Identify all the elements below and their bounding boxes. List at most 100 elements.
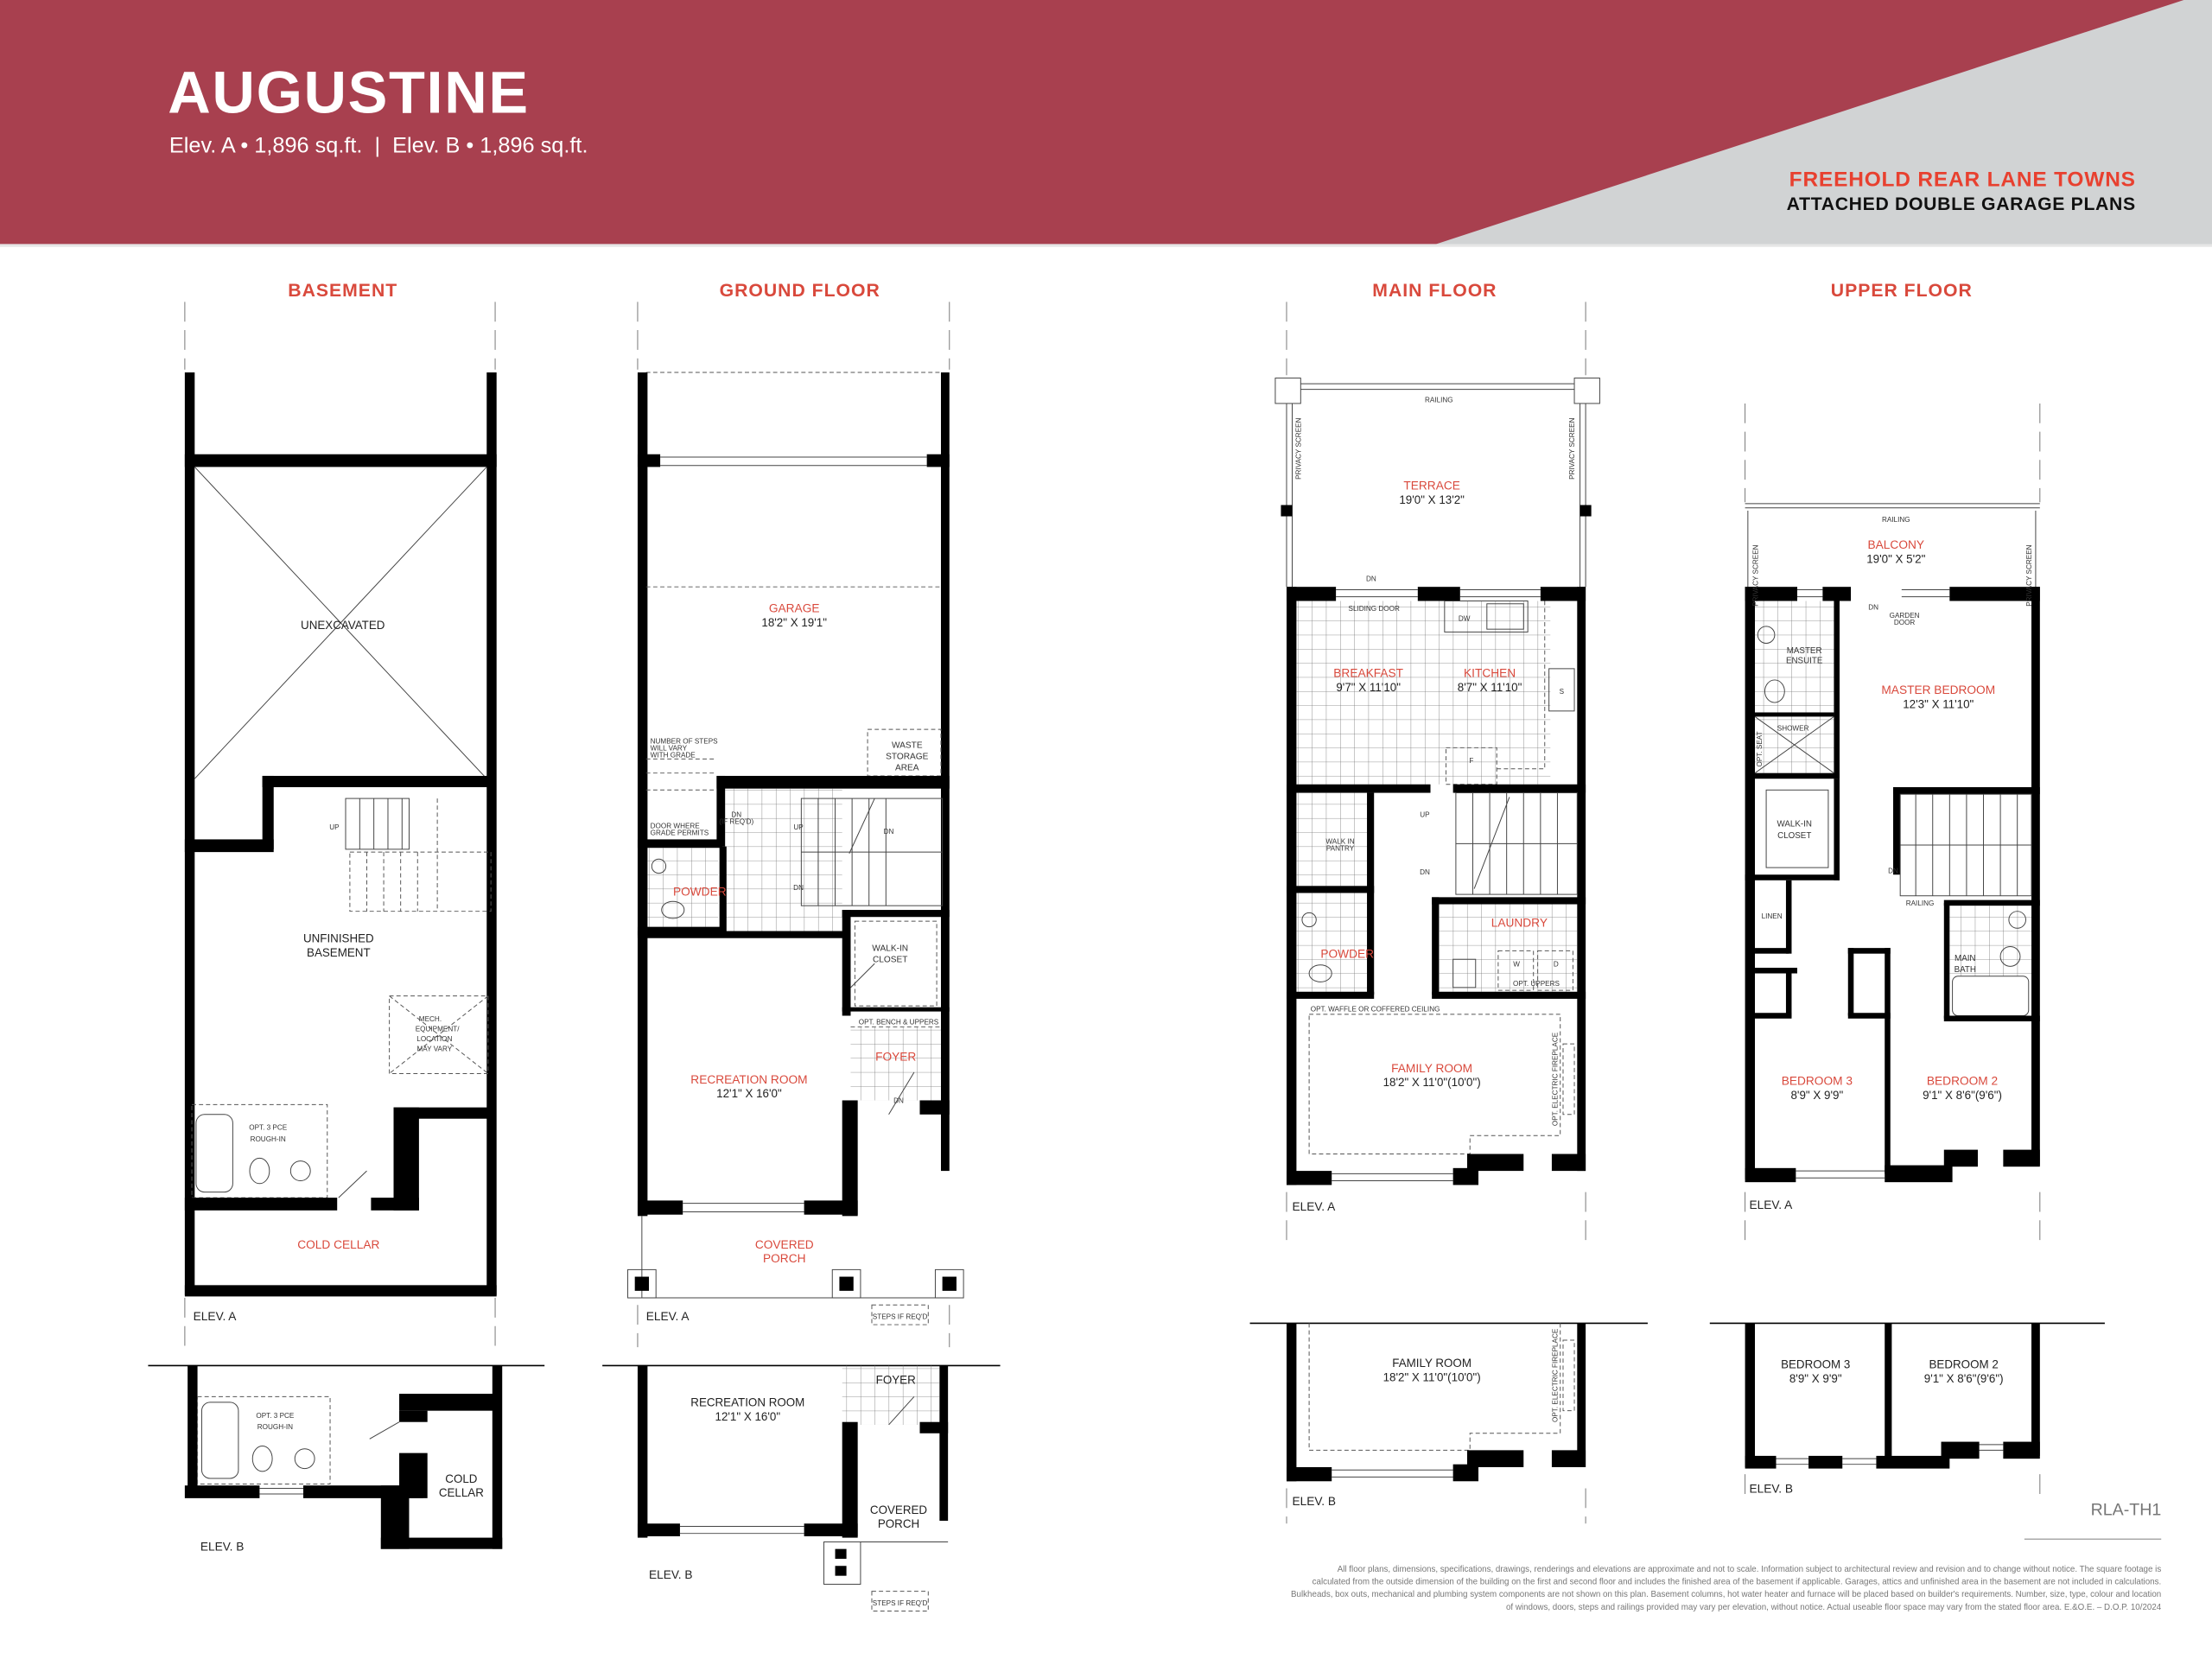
elev-a-label: ELEV. A [194, 1310, 238, 1323]
room-balcony: BALCONY [1868, 538, 1925, 551]
model-subtitle: Elev. A • 1,896 sq.ft. | Elev. B • 1,896… [169, 133, 588, 157]
room-walk-in-closet: WALK-IN [1777, 820, 1812, 830]
ground-floor-plan-elev-a: GARAGE 18'2" X 19'1" NUMBER OF STEPS WIL… [627, 302, 964, 1348]
stairs [345, 798, 492, 912]
room-linen: LINEN [1762, 912, 1783, 920]
opt-uppers-label: OPT. UPPERS [1513, 980, 1560, 988]
room-main-bath-2: BATH [1955, 965, 1976, 975]
stairs-dn-label: DN [884, 828, 894, 836]
room-breakfast: BREAKFAST [1333, 667, 1403, 680]
stairs-up-label: UP [1420, 810, 1430, 818]
mech-note-4: MAY VARY [417, 1045, 453, 1052]
bedroom-2-dimensions-b: 9'1" X 8'6"(9'6") [1924, 1372, 2004, 1385]
room-covered-porch-b: COVERED [870, 1503, 927, 1516]
upper-floor-plan-elev-b: BEDROOM 3 8'9" X 9'9" BEDROOM 2 9'1" X 8… [1709, 1322, 2105, 1503]
stairs-dn-label: DN [1888, 868, 1898, 875]
disclaimer: All floor plans, dimensions, specificati… [1291, 1565, 2162, 1612]
privacy-screen-label: PRIVACY SCREEN [1294, 417, 1302, 479]
stairs-up-label: UP [329, 823, 340, 831]
family-dimensions-b: 18'2" X 11'0"(10'0") [1383, 1370, 1481, 1383]
balcony-dn-label: DN [1868, 603, 1878, 611]
rough-in-note-2: ROUGH-IN [251, 1135, 286, 1143]
room-foyer: FOYER [875, 1051, 916, 1064]
header-banner: AUGUSTINE Elev. A • 1,896 sq.ft. | Elev.… [0, 0, 2212, 247]
room-powder: POWDER [673, 886, 727, 899]
room-bedroom-3-b: BEDROOM 3 [1781, 1358, 1850, 1371]
room-kitchen: KITCHEN [1464, 667, 1516, 680]
room-cold-cellar-b: COLD [445, 1472, 478, 1485]
railing [1300, 383, 1575, 391]
dn-if-reqd-2: (IF REQ'D) [719, 817, 753, 825]
room-walk-in-pantry: WALK IN [1325, 837, 1354, 845]
stairs-dn-label-2: DN [793, 884, 804, 892]
main-floor-title: MAIN FLOOR [1372, 281, 1497, 301]
stair-railing-label: RAILING [1906, 899, 1935, 907]
basement-plan-elev-b: OPT. 3 PCE ROUGH-IN COLD CELLAR ELEV. B [148, 1364, 545, 1553]
breakfast-dimensions: 9'7" X 11'10" [1336, 681, 1401, 694]
ground-floor-title: GROUND FLOOR [720, 281, 880, 301]
balcony-dimensions: 19'0" X 5'2" [1866, 552, 1925, 565]
railing-label: RAILING [1425, 396, 1453, 404]
room-master-ensuite: MASTER [1787, 646, 1822, 656]
steps-note: NUMBER OF STEPS [651, 737, 719, 745]
elev-a-label: ELEV. A [646, 1310, 690, 1323]
railing-label: RAILING [1882, 516, 1910, 524]
mech-note: MECH. [419, 1015, 442, 1023]
bench-note: OPT. BENCH & UPPERS [859, 1018, 939, 1026]
disclaimer-line: of windows, doors, steps and railings pr… [1506, 1603, 2162, 1612]
rough-in-note: OPT. 3 PCE [249, 1124, 288, 1132]
bedroom-3-dimensions-b: 8'9" X 9'9" [1789, 1372, 1842, 1385]
porch-column [934, 1268, 964, 1299]
room-master-ensuite-2: ENSUITE [1786, 656, 1823, 665]
room-bedroom-3: BEDROOM 3 [1782, 1075, 1853, 1088]
family-dimensions: 18'2" X 11'0"(10'0") [1383, 1076, 1481, 1089]
elev-b-label: ELEV. B [649, 1568, 693, 1581]
garden-door-label: GARDEN [1890, 612, 1920, 620]
room-recreation: RECREATION ROOM [690, 1073, 807, 1086]
room-walk-in-closet-2: CLOSET [1777, 831, 1811, 841]
basement-plan-elev-a: UNEXCAVATED UP UNFINISHED BASEMENT MECH.… [184, 302, 497, 1348]
collection-name: FREEHOLD REAR LANE TOWNS [1789, 168, 2136, 192]
room-covered-porch-b-2: PORCH [878, 1517, 919, 1530]
disclaimer-line: All floor plans, dimensions, specificati… [1338, 1565, 2162, 1574]
bedroom-3-dimensions: 8'9" X 9'9" [1790, 1089, 1843, 1102]
room-walk-in-closet-2: CLOSET [873, 955, 907, 964]
privacy-screen-label-2: PRIVACY SCREEN [1568, 417, 1576, 479]
disclaimer-line: Bulkheads, box outs, mechanical and plum… [1291, 1590, 2161, 1599]
room-garage: GARAGE [769, 602, 820, 615]
terrace-dn-label: DN [1366, 575, 1376, 583]
master-bedroom-dimensions: 12'3" X 11'10" [1903, 698, 1974, 711]
steps-if-reqd: STEPS IF REQ'D [873, 1313, 928, 1321]
steps-note-3: WITH GRADE [651, 752, 696, 760]
room-bedroom-2: BEDROOM 2 [1927, 1075, 1998, 1088]
fridge-label: F [1469, 757, 1473, 765]
room-bedroom-2-b: BEDROOM 2 [1929, 1358, 1999, 1371]
waste-storage-label: WASTE [892, 741, 923, 750]
room-unexcavated: UNEXCAVATED [301, 619, 385, 632]
dn-if-reqd: DN [731, 810, 741, 818]
garage-door [660, 456, 927, 467]
room-recreation-b: RECREATION ROOM [690, 1396, 804, 1409]
washer-label: W [1513, 960, 1520, 968]
stove-label: S [1560, 688, 1565, 696]
room-cold-cellar: COLD CELLAR [297, 1238, 379, 1251]
basement-title: BASEMENT [288, 281, 397, 301]
room-powder: POWDER [1320, 948, 1374, 961]
kitchen-dimensions: 8'7" X 11'10" [1458, 681, 1522, 694]
foyer-dn-label: DN [893, 1097, 904, 1105]
elev-b-label: ELEV. B [1749, 1482, 1793, 1495]
fireplace-note-b: OPT. ELECTRIC FIREPLACE [1551, 1328, 1559, 1422]
room-family-b: FAMILY ROOM [1392, 1357, 1471, 1370]
model-title: AUGUSTINE [168, 60, 529, 126]
coffered-ceiling-outline [1308, 1014, 1561, 1154]
main-floor-plan-elev-a: RAILING PRIVACY SCREEN PRIVACY SCREEN TE… [1274, 302, 1600, 1249]
disclaimer-line: calculated from the outside dimension of… [1313, 1577, 2162, 1586]
stairs [1899, 793, 2032, 897]
stairs-dn-label: DN [1420, 868, 1430, 876]
opt-seat-label: OPT. SEAT [1756, 731, 1764, 766]
upper-floor-plan-elev-a: RAILING PRIVACY SCREEN PRIVACY SCREEN BA… [1745, 403, 2041, 1249]
mech-note-3: LOCATION [416, 1035, 452, 1043]
door-note: DOOR WHERE [651, 822, 701, 830]
ceiling-note: OPT. WAFFLE OR COFFERED CEILING [1311, 1006, 1440, 1014]
